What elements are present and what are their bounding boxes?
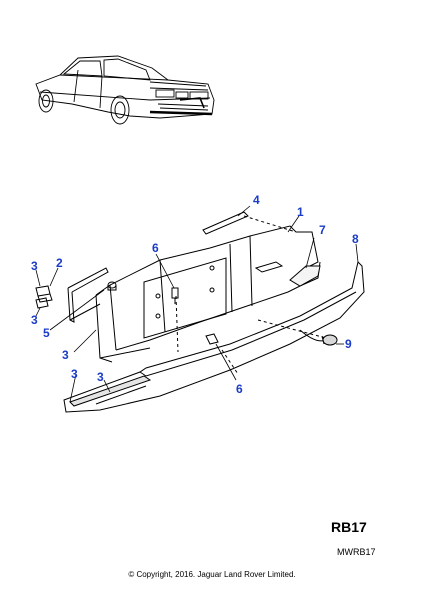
callout-7: 7: [319, 223, 326, 237]
callout-3-c: 3: [62, 348, 69, 362]
diagram-reference-code: RB17: [331, 519, 367, 535]
left-small-parts: [35, 267, 117, 323]
callout-9: 9: [345, 337, 352, 351]
callout-6-b: 6: [236, 382, 243, 396]
callout-4: 4: [253, 193, 260, 207]
callout-2: 2: [56, 256, 63, 270]
callout-1: 1: [297, 205, 304, 219]
copyright-notice: © Copyright, 2016. Jaguar Land Rover Lim…: [128, 570, 296, 579]
callout-8: 8: [352, 232, 359, 246]
car-illustration: [35, 55, 215, 125]
callout-3-a: 3: [31, 259, 38, 273]
drawing-id: MWRB17: [337, 547, 376, 557]
bumper-assembly: [63, 211, 365, 413]
callout-3-d: 3: [71, 367, 78, 381]
callout-3-b: 3: [31, 313, 38, 327]
callout-5: 5: [43, 326, 50, 340]
callout-3-e: 3: [97, 370, 104, 384]
leader-lines: [35, 205, 359, 403]
callout-6-a: 6: [152, 241, 159, 255]
fixings: [171, 287, 338, 346]
